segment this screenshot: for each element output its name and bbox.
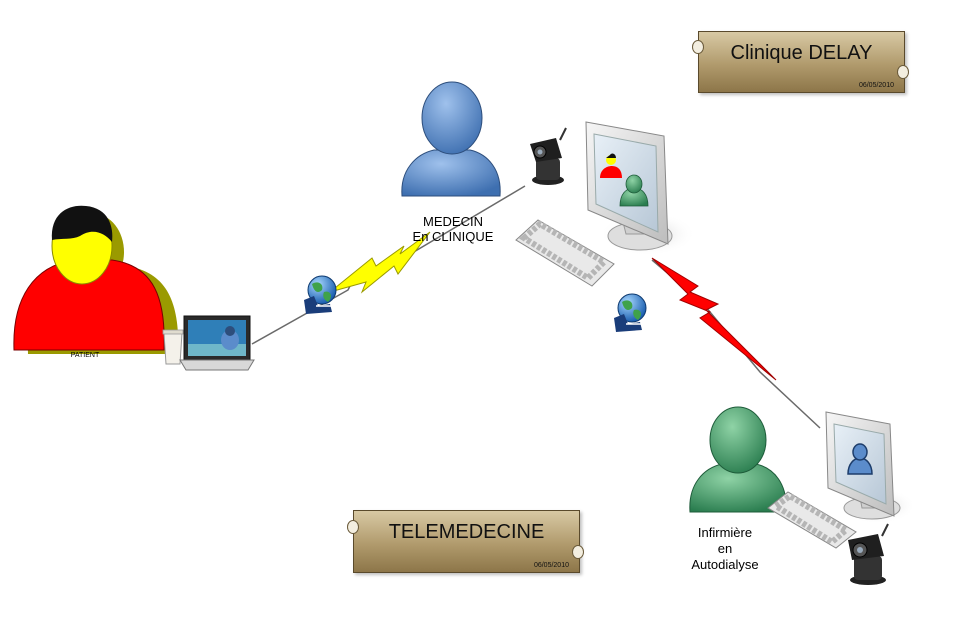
banner-knob — [347, 520, 359, 534]
banner-knob — [572, 545, 584, 559]
laptop-icon — [179, 315, 255, 371]
nurse-label: Infirmière en Autodialyse — [670, 525, 780, 573]
globe-icon — [614, 293, 647, 332]
nurse-label-line3: Autodialyse — [691, 557, 759, 572]
nurse-label-line2: en — [717, 541, 733, 556]
banner-knob — [692, 40, 704, 54]
clinic-banner: Clinique DELAY 06/05/2010 — [698, 31, 905, 93]
cup-icon — [162, 329, 184, 365]
webcam-icon — [848, 523, 889, 585]
clinic-banner-title: Clinique DELAY — [730, 42, 873, 64]
banner-knob — [897, 65, 909, 79]
patient-label: PATIENT — [70, 352, 100, 359]
red-lightning-link — [651, 257, 821, 429]
monitor-icon — [825, 411, 916, 524]
globe-icon — [304, 275, 337, 314]
doctor-icon — [401, 81, 501, 197]
yellow-lightning-link — [251, 185, 526, 345]
monitor-icon — [585, 121, 696, 256]
keyboard-icon — [515, 219, 615, 287]
patient-icon — [13, 205, 179, 354]
doctor-label-line1: MEDECIN — [423, 214, 483, 229]
nurse-icon — [689, 406, 787, 513]
doctor-label: MEDECIN En CLINIQUE — [388, 214, 518, 244]
doctor-label-line2: En CLINIQUE — [412, 229, 494, 244]
keyboard-icon — [767, 491, 857, 549]
telemedecine-banner-title: TELEMEDECINE — [388, 521, 545, 543]
telemedecine-banner-date: 06/05/2010 — [533, 562, 569, 569]
telemedecine-banner: TELEMEDECINE 06/05/2010 — [353, 510, 580, 573]
nurse-label-line1: Infirmière — [697, 525, 753, 540]
webcam-icon — [530, 127, 567, 185]
clinic-banner-date: 06/05/2010 — [858, 82, 894, 89]
